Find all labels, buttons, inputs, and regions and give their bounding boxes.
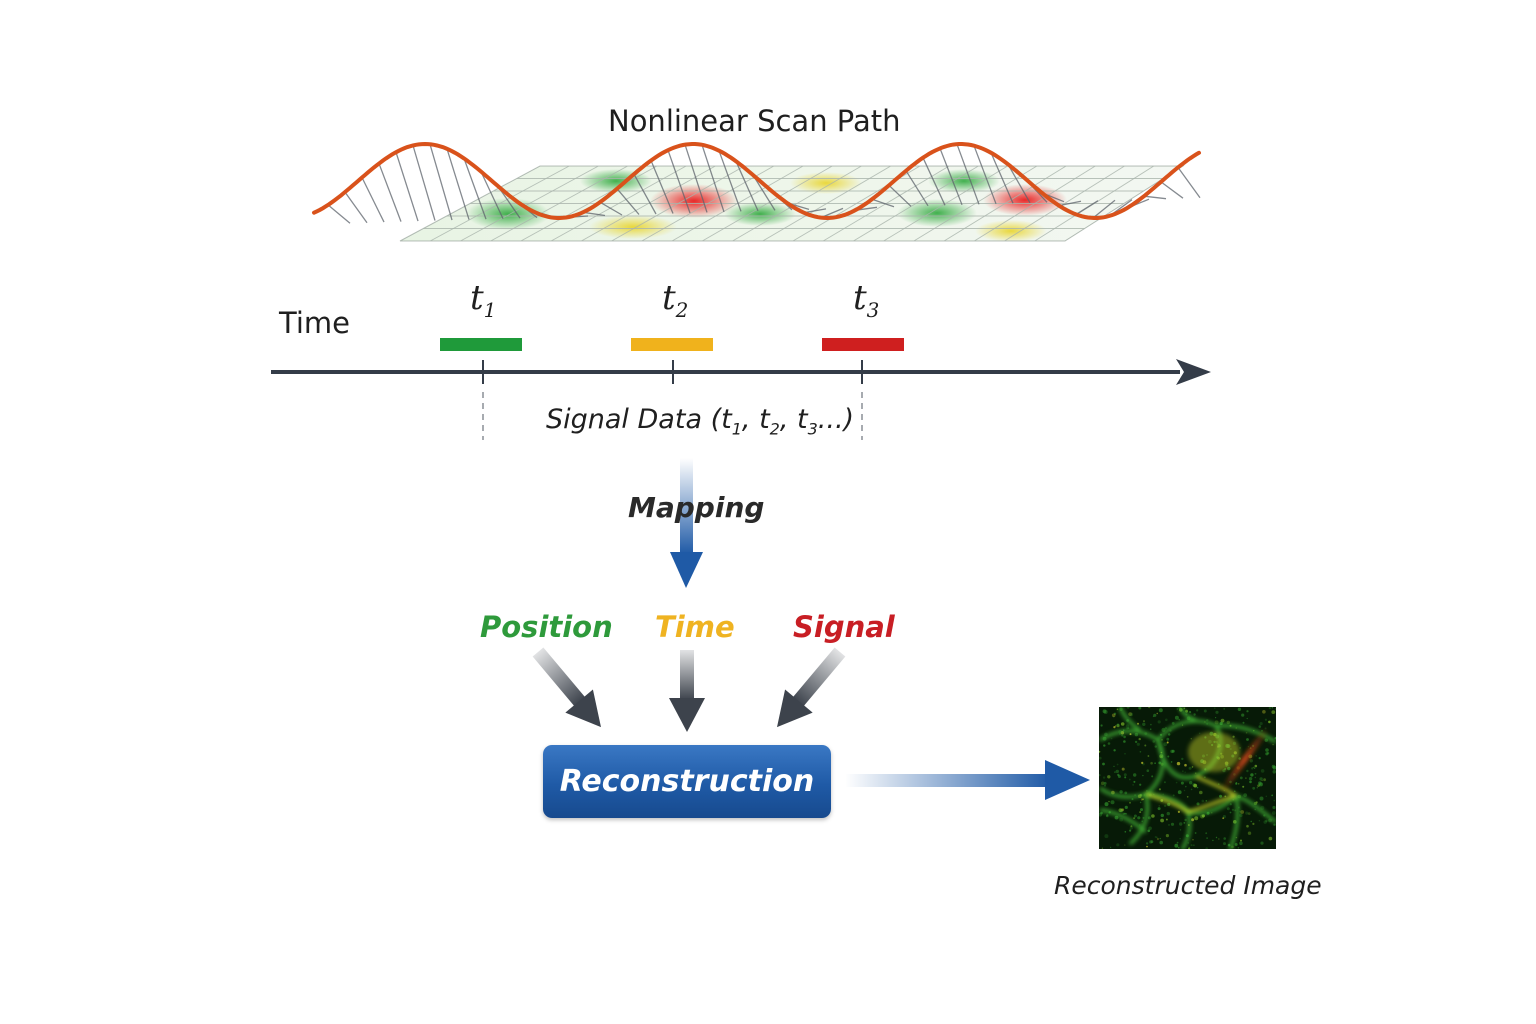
time-axis: [271, 359, 1211, 440]
time-bar-t1: [440, 338, 522, 351]
reconstruction-block: Reconstruction: [543, 745, 831, 818]
tick-label-t2: t2: [662, 278, 689, 322]
mapping-arrow: [670, 458, 703, 588]
reconstructed-image-graphic: [1099, 707, 1276, 849]
tick-label-t1: t1: [470, 278, 497, 322]
output-arrow: [845, 760, 1090, 800]
keyword-time: Time: [655, 610, 735, 644]
scan-path-curve: [312, 141, 1201, 221]
position-arrow: [532, 647, 601, 728]
scan-path-title: Nonlinear Scan Path: [608, 104, 901, 138]
time-axis-label: Time: [279, 306, 350, 340]
reconstructed-image-caption: Reconstructed Image: [1054, 871, 1322, 900]
mapping-label: Mapping: [628, 491, 765, 524]
time-bar-t2: [631, 338, 713, 351]
signal-data-label: Signal Data (t1, t2, t3...): [546, 404, 855, 439]
tick-label-t3: t3: [853, 278, 880, 322]
keyword-signal: Signal: [793, 610, 895, 644]
time-arrow: [669, 650, 705, 732]
signal-arrow: [777, 647, 846, 728]
time-bar-t3: [822, 338, 904, 351]
keyword-position: Position: [480, 610, 613, 644]
reconstruction-label: Reconstruction: [559, 764, 815, 799]
